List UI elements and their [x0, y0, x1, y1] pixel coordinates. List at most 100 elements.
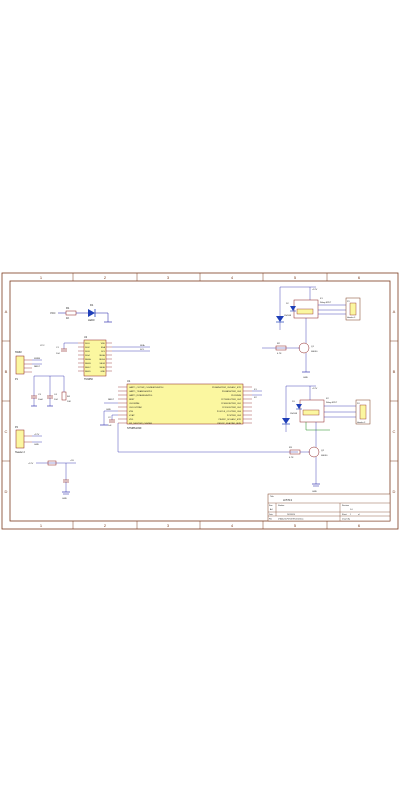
p2-ref: P2 [15, 426, 19, 429]
swim-header-p1: SWIM P1 SWIM NRST [15, 351, 42, 381]
r1-ref: R1 [66, 306, 70, 310]
u1-pin-r3: PD1/SWIM [231, 395, 241, 397]
of-label: of [358, 514, 360, 516]
u1-pin-r2: PD2/AIN3/TIM2_CH3 [222, 390, 242, 393]
col-label-top-2: 2 [104, 275, 107, 280]
q2-transistor [308, 446, 320, 458]
led-d1-symbol [88, 309, 95, 317]
k2-ref: K2 [326, 398, 329, 400]
q1-transistor [298, 342, 310, 354]
led-ref: D1 [90, 303, 94, 307]
row-label-left-d: D [5, 489, 8, 494]
u1-pin-l7: VSS [129, 411, 134, 413]
u2-ref: U2 [84, 336, 88, 339]
u1-pin-l1: UART1_CK/TIM2_CH1/BEEP/HS/PD4 [129, 386, 164, 389]
sheet-label: Sheet [342, 513, 347, 516]
revision-label: Revision [342, 505, 349, 507]
p2-net-gnd: GND [34, 444, 39, 446]
q1-net-gnd: GND [303, 377, 308, 379]
u1-pin-l10: SPI_NSS/TIM2_CH3/PA3 [129, 422, 153, 425]
q1-value: S8050 [311, 351, 318, 353]
u1-pin-l8: VCAP [129, 414, 135, 417]
reg-net-gnd: GND [62, 498, 67, 500]
col-label-bottom-1: 1 [40, 523, 43, 528]
p2-value: Header 2 [15, 451, 26, 454]
d3-ref: D3 [292, 401, 295, 403]
p1-net-nrst: NRST [34, 366, 41, 368]
u2-pin-l3: DIG3 [85, 351, 91, 353]
out2-value: Header 3 [357, 422, 366, 424]
p1-value: SWIM [15, 351, 22, 354]
u2-pin-l7: SEGC [85, 367, 91, 369]
u1-pin-l4: NRST [129, 399, 135, 401]
col-label-top-5: 5 [294, 275, 297, 280]
k1-value: Relay-SPDT [320, 302, 332, 304]
file-value: D:\Altium\LF5T13\TRL5.SchDoc [278, 518, 304, 521]
k2-net-12v: +12V [312, 388, 318, 390]
relay-k1-circuit: +12V D2 1N4148 K1 Relay-SPDT Header 3 P3… [262, 286, 361, 379]
out1-value: Header 3 [347, 317, 356, 319]
row-label-left-b: B [5, 369, 8, 374]
u2-part: TM1650 [84, 378, 93, 381]
u2-pin-r2: SDA [101, 346, 106, 349]
u2-pin-l1: DIG1 [85, 343, 91, 345]
col-label-bottom-6: 6 [358, 523, 361, 528]
col-label-bottom-2: 2 [104, 523, 107, 528]
u1-net-gnd: GND [106, 409, 111, 411]
col-label-top-6: 6 [358, 275, 361, 280]
u1-pin-r1: PD3/AIN4/TIM2_CH2/ADC_ETR [212, 386, 242, 389]
q2-ref: Q2 [321, 450, 325, 452]
q2-net-gnd: GND [312, 491, 317, 493]
c4-value: 104 [54, 399, 58, 401]
out1-ref: P3 [347, 301, 350, 303]
reg-net-12v: +12V [28, 463, 34, 465]
d3-value: 1N4148 [290, 413, 298, 415]
u1-pin-r4: PC7/MISO/TIM1_CH2 [221, 399, 242, 401]
regulator-circuit: +12V +5V GND [28, 460, 76, 500]
date-value: 2015/6/10 [287, 514, 295, 516]
row-label-right-d: D [393, 489, 396, 494]
c3-value: 10uF [38, 399, 44, 401]
u1-net-k2: K2 [254, 397, 257, 399]
u2-pin-r8: GND [101, 371, 106, 373]
k2-relay-box [299, 399, 325, 423]
row-label-right-a: A [393, 309, 396, 314]
size-label: Size [269, 505, 273, 507]
d2-diode-symbol [290, 306, 296, 311]
u1-net-nrst: NRST [108, 399, 115, 401]
u1-pin-r10: PB5/I2C_SDA/TIM1_BKIN [217, 422, 241, 425]
col-label-bottom-5: 5 [294, 523, 297, 528]
q2-value: S8050 [321, 455, 328, 457]
led-circuit: R1 1K D1 LED0 VCC [50, 303, 112, 323]
col-label-bottom-3: 3 [167, 523, 170, 528]
u2-pin-l8: SEGD [85, 371, 91, 373]
u2-pin-l4: DIG4 [85, 355, 91, 357]
d2-ref: D2 [286, 303, 289, 305]
row-label-right-c: C [393, 429, 396, 434]
k2-led-symbol [282, 418, 290, 424]
u2-net-sda: SDA [140, 344, 145, 347]
c1-value: 104 [56, 353, 60, 355]
u2-pin-l2: DIG2 [85, 347, 91, 349]
row-label-right-b: B [393, 369, 396, 374]
u1-pin-r9: PB4/I2C_SCL/ADC_ETR [219, 418, 242, 421]
u1-pin-l2: UART1_TX/AIN5/HS/PD5 [129, 390, 153, 393]
k1-ref: K1 [320, 298, 323, 300]
d3-diode-symbol [296, 404, 302, 409]
col-label-bottom-4: 4 [231, 523, 234, 528]
u1-pin-l6: OSCOUT/PA2 [129, 406, 143, 409]
r2-value: 4.7K [277, 353, 282, 355]
col-label-top-3: 3 [167, 275, 170, 280]
r4-ref: R4 [67, 396, 71, 398]
u1-part: STM8S103F [127, 426, 142, 430]
col-label-top-1: 1 [40, 275, 43, 280]
number-label: Number [278, 505, 285, 507]
revision-value: 1.0 [350, 509, 354, 511]
u1-pin-l3: UART1_RX/AIN6/HS/PD6 [129, 394, 153, 397]
c1-ref: C1 [56, 347, 60, 349]
u2-pin-r7: SEGE [99, 367, 105, 369]
cap-c3-group: C3 10uF C4 104 R4 10K [31, 375, 71, 407]
p1-ref: P1 [15, 378, 19, 381]
u2-net-vcc: VCC [40, 345, 45, 347]
